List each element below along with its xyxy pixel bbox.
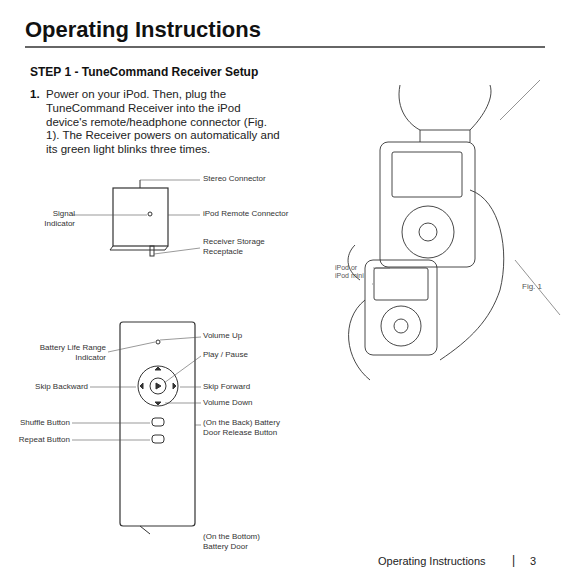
- part-label: Skip Forward: [203, 382, 323, 392]
- part-label: Skip Backward: [10, 382, 88, 392]
- part-label: Repeat Button: [10, 435, 70, 445]
- step-heading: STEP 1 - TuneCommand Receiver Setup: [30, 65, 430, 79]
- part-label: Stereo Connector: [203, 174, 353, 184]
- page-number: 3: [530, 555, 536, 568]
- part-label: Play / Pause: [203, 350, 323, 360]
- page-title: Operating Instructions: [25, 17, 425, 43]
- receiver-drawing: [110, 180, 168, 256]
- leader-lines: [72, 180, 200, 254]
- instruction-text: Power on your iPod. Then, plug the TuneC…: [46, 88, 282, 157]
- figure-label: iPod or iPod mini: [335, 264, 371, 281]
- leader-lines: [72, 337, 201, 440]
- part-label: iPod Remote Connector: [203, 209, 353, 219]
- part-label: (On the Back) Battery Door Release Butto…: [203, 418, 298, 437]
- part-label: (On the Bottom) Battery Door: [203, 532, 283, 551]
- remote-drawing: [120, 322, 195, 534]
- figure-number: Fig. 1: [522, 282, 562, 292]
- title-rule: [25, 46, 545, 48]
- step-number: 1.: [30, 88, 40, 102]
- footer-text: Operating Instructions: [378, 555, 508, 568]
- part-label: Volume Up: [203, 331, 323, 341]
- part-label: Receiver Storage Receptacle: [203, 237, 283, 256]
- footer-divider: |: [512, 553, 515, 567]
- ipod-illustration: [348, 80, 560, 380]
- part-label: Battery Life Range Indicator: [20, 343, 106, 362]
- part-label: Volume Down: [203, 398, 323, 408]
- part-label: Shuffle Button: [10, 418, 70, 428]
- part-label: Signal Indicator: [20, 209, 75, 228]
